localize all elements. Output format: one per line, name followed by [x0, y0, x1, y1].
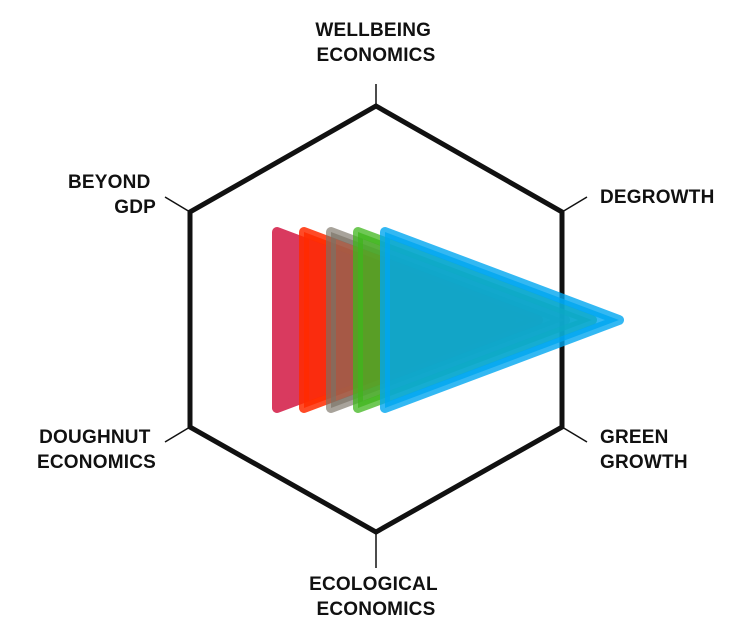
label-upper-right-line1: DEGROWTH [600, 187, 715, 208]
label-lower-right-line1: GREEN [600, 427, 669, 448]
label-lower-left: DOUGHNUT ECONOMICS [37, 427, 156, 473]
label-top-line2: ECONOMICS [317, 45, 436, 66]
label-bottom-line1: ECOLOGICAL [309, 574, 438, 595]
connector-upper-right [561, 196, 588, 213]
label-upper-left-line1: BEYOND [68, 172, 151, 193]
vertex-labels: WELLBEING ECONOMICS DEGROWTH GREEN GROWT… [37, 20, 715, 620]
overlapping-arrows [272, 227, 624, 413]
hexagon-outline [187, 103, 565, 535]
label-upper-right: DEGROWTH [600, 187, 715, 208]
label-lower-left-line2: ECONOMICS [37, 452, 156, 473]
label-lower-right-line2: GROWTH [600, 452, 688, 473]
label-upper-left: BEYOND GDP [68, 172, 156, 218]
connector-lower-right [561, 426, 588, 443]
connector-lines [164, 84, 588, 568]
label-lower-left-line1: DOUGHNUT [39, 427, 151, 448]
connector-upper-left [164, 196, 191, 213]
label-upper-left-line2: GDP [114, 197, 156, 218]
connector-lower-left [164, 426, 191, 443]
label-top-line1: WELLBEING [315, 20, 431, 41]
play-triangle-icon-5 [380, 227, 624, 413]
label-top: WELLBEING ECONOMICS [315, 20, 436, 66]
label-bottom: ECOLOGICAL ECONOMICS [309, 574, 443, 620]
label-bottom-line2: ECONOMICS [317, 599, 436, 620]
label-lower-right: GREEN GROWTH [600, 427, 688, 473]
